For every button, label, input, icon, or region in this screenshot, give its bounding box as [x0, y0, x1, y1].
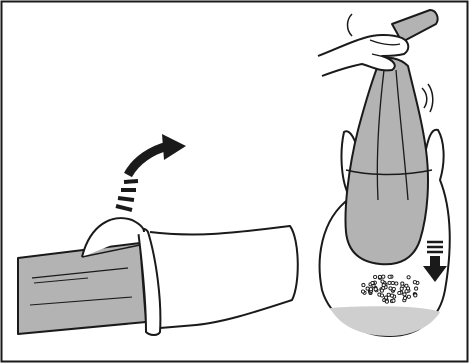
- dust-particle: [392, 299, 395, 302]
- dust-particle: [361, 290, 364, 293]
- dust-particle: [366, 287, 369, 290]
- dust-particle: [378, 275, 381, 278]
- dust-particle: [374, 275, 377, 278]
- dust-particle: [403, 297, 406, 300]
- dust-particle: [395, 282, 398, 285]
- dust-particle: [388, 281, 391, 284]
- dust-particle: [382, 284, 385, 287]
- dust-particle: [401, 282, 404, 285]
- dust-particle: [385, 300, 388, 303]
- dust-particle: [387, 293, 390, 296]
- dust-particle: [382, 275, 385, 278]
- dust-particle: [380, 294, 383, 297]
- dust-particle: [390, 294, 393, 297]
- dust-particle: [388, 275, 391, 278]
- dust-particle: [413, 281, 416, 284]
- dust-particle: [405, 290, 408, 293]
- dust-particle: [391, 281, 394, 284]
- dust-particle: [415, 287, 418, 290]
- dust-particle: [362, 284, 365, 287]
- dust-particle: [381, 280, 384, 283]
- dust-particle: [385, 296, 388, 299]
- dust-particle: [392, 287, 395, 290]
- dust-particle: [407, 276, 410, 279]
- dust-particle: [398, 291, 401, 294]
- dust-particle: [403, 293, 406, 296]
- dust-particle: [400, 287, 403, 290]
- dust-particle: [407, 295, 410, 298]
- dust-particle: [369, 288, 372, 291]
- dust-particle: [389, 287, 392, 290]
- dust-particle: [371, 281, 374, 284]
- dust-particle: [414, 294, 417, 297]
- dust-particle: [380, 289, 383, 292]
- dust-particle: [374, 288, 377, 291]
